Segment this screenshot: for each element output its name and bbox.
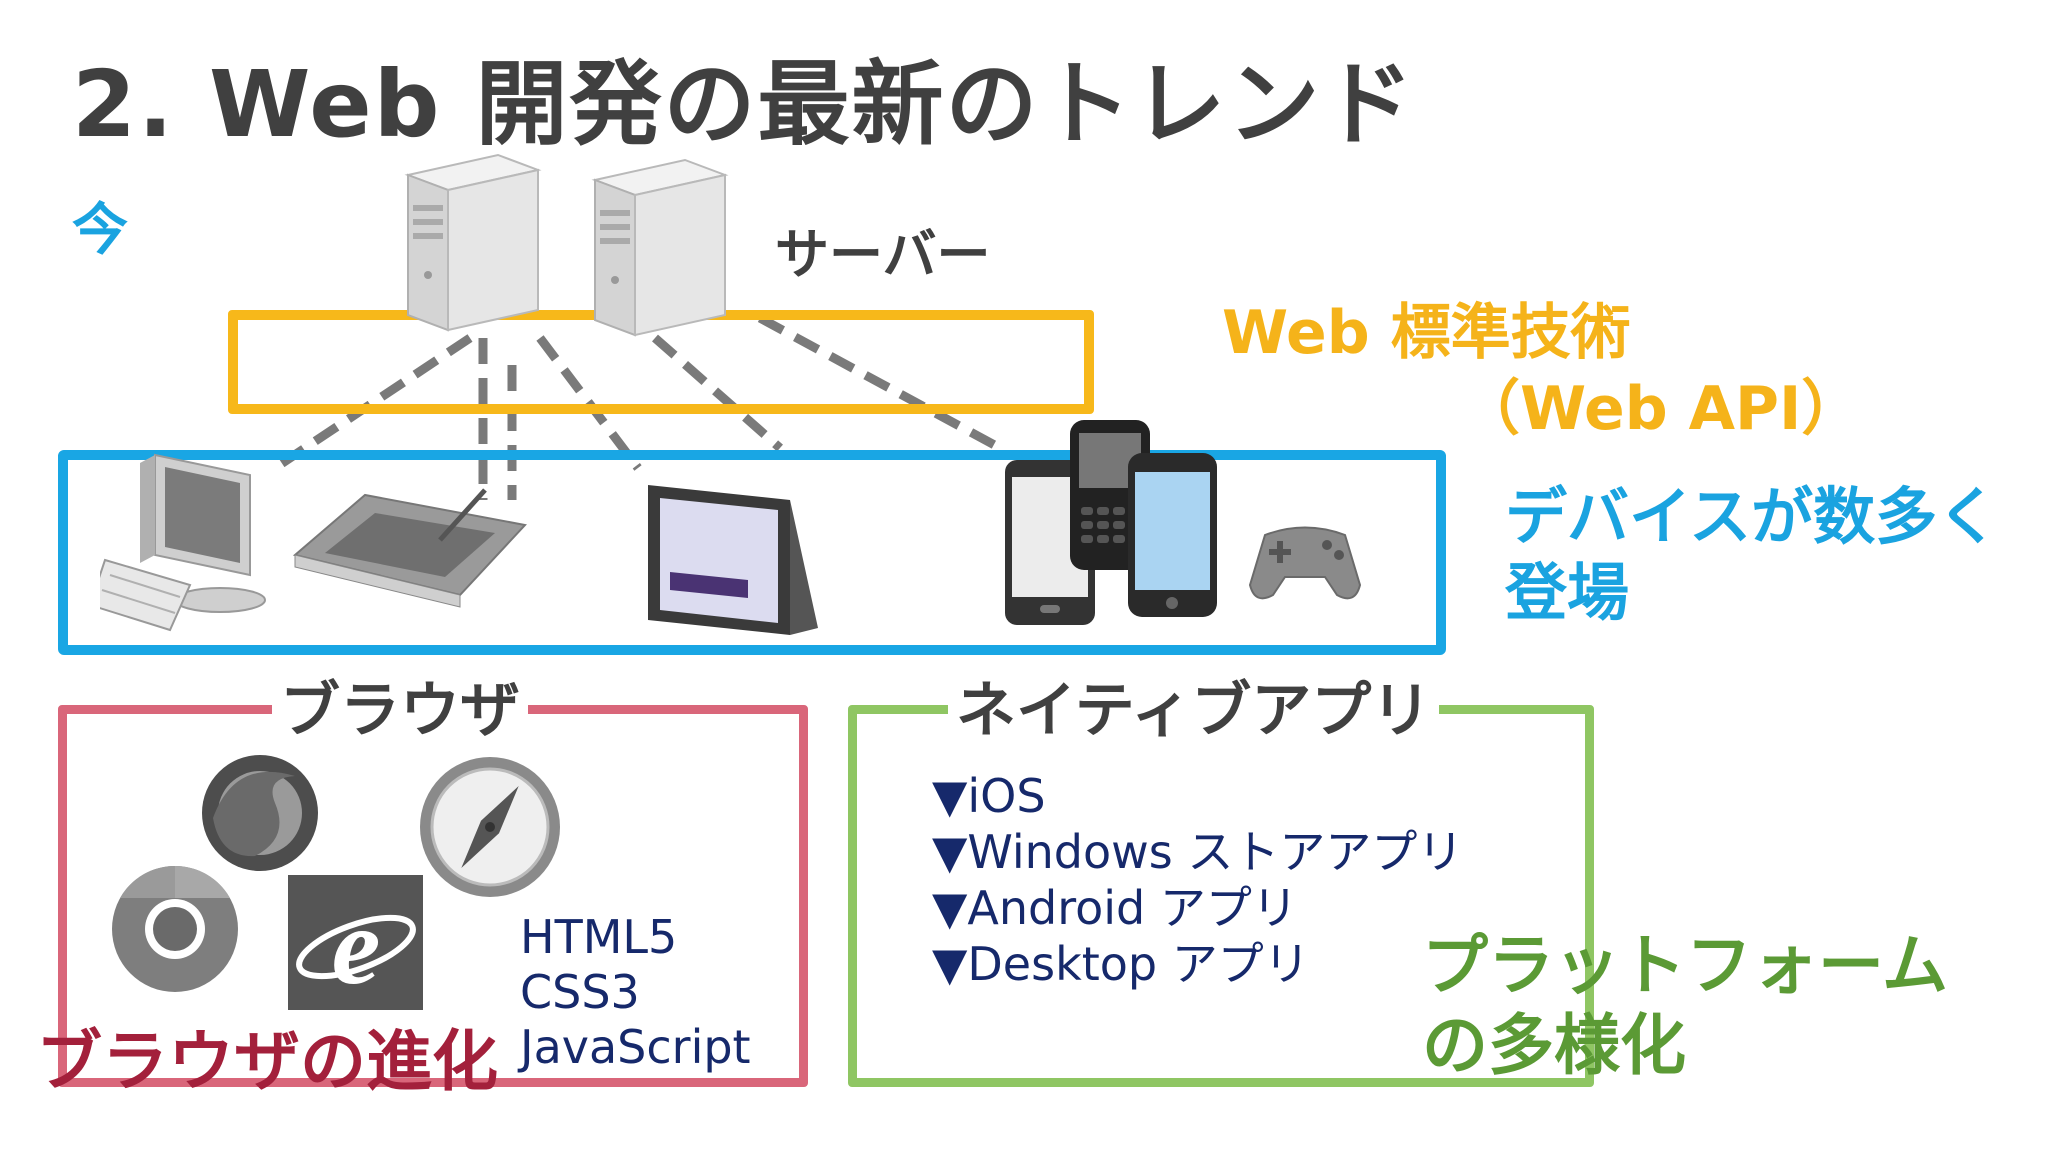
- web-api-label: （Web API）: [1460, 374, 1862, 444]
- web-tech-list: HTML5 CSS3 JavaScript: [520, 910, 751, 1075]
- tablet-icon: [648, 485, 818, 635]
- gamepad-icon: [1248, 526, 1362, 600]
- devices-label: デバイスが数多く: [1505, 480, 2000, 553]
- server-icon: [404, 153, 542, 332]
- now-label: 今: [72, 198, 128, 263]
- slide-title: 2. Web 開発の最新のトレンド: [72, 51, 1416, 158]
- svg-text:e: e: [332, 885, 381, 1007]
- web-tech-item: HTML5: [520, 910, 678, 964]
- web-standard-label: Web 標準技術: [1222, 298, 1631, 368]
- internet-explorer-icon: e: [288, 875, 423, 1010]
- platform-item: ▼Desktop アプリ: [932, 937, 1310, 991]
- platform-item: ▼Android アプリ: [932, 881, 1298, 935]
- pen-tablet-icon: [292, 488, 527, 608]
- browser-evolution-label: ブラウザの進化: [36, 1023, 498, 1100]
- native-app-section-title: ネイティブアプリ: [948, 662, 1440, 749]
- smartphone-icon: [1128, 453, 1217, 617]
- browser-section-title: ブラウザ: [272, 662, 528, 749]
- chrome-icon: [112, 865, 238, 992]
- devices-box: [58, 450, 1446, 655]
- server-label: サーバー: [775, 223, 991, 286]
- platform-item: ▼iOS: [932, 769, 1046, 823]
- desktop-pc-icon: [100, 453, 266, 632]
- firefox-icon: [202, 755, 318, 871]
- safari-icon: [420, 757, 560, 897]
- web-tech-item: CSS3: [520, 965, 640, 1019]
- platform-list: ▼iOS ▼Windows ストアアプリ ▼Android アプリ ▼Deskt…: [932, 768, 1463, 992]
- web-tech-item: JavaScript: [520, 1020, 751, 1074]
- server-icon: [591, 158, 729, 337]
- platform-item: ▼Windows ストアアプリ: [932, 825, 1464, 879]
- devices-label-2: 登場: [1505, 556, 1630, 629]
- platform-diversification-label-2: の多様化: [1422, 1007, 1686, 1084]
- platform-diversification-label: プラットフォーム: [1422, 927, 1949, 1004]
